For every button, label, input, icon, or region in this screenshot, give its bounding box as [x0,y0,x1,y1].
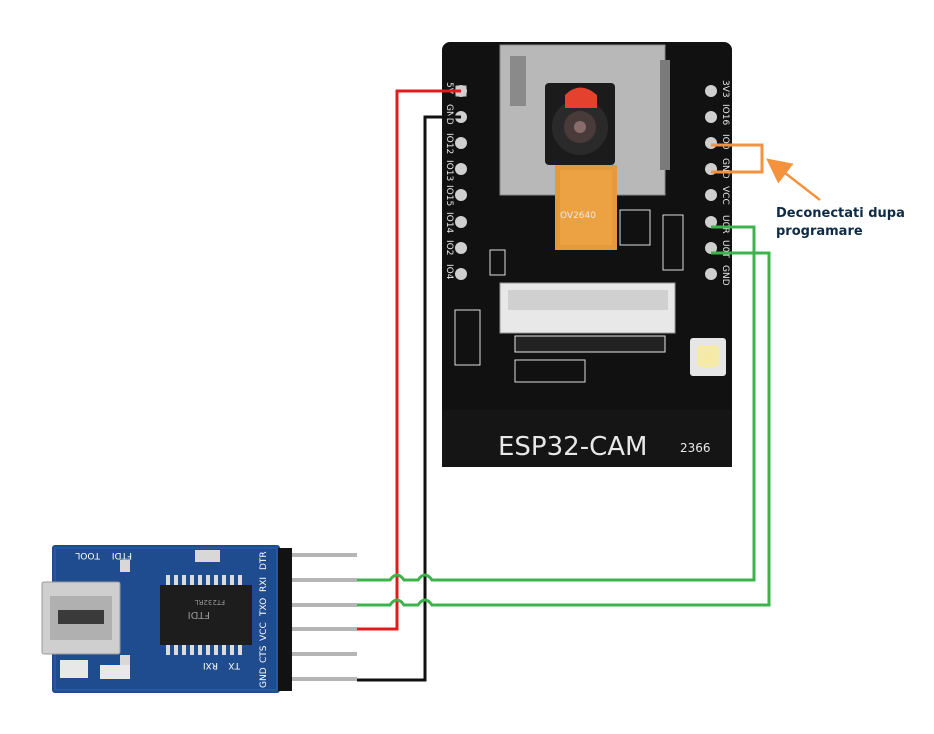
ftdi-chip [160,585,252,645]
ftdi-top-label: TOOL [75,550,101,560]
ftdi-bottom-label: TX [228,660,241,670]
ftdi-pin-label: VCC [259,622,269,641]
ftdi-pin-label: GND [259,667,269,688]
ftdi-pin-gnd [292,677,357,681]
ftdi-pin-label: CTS [259,645,269,663]
ftdi-pin-vcc [292,627,357,631]
esp-pin-label: U0R [720,215,730,234]
ftdi-pin-label: DTR [259,551,269,570]
esp-pin-label: GND [720,158,730,179]
board-label: ESP32-CAM [498,432,647,462]
ftdi-pin-cts [292,652,357,656]
esp-pin-label: IO14 [444,212,454,233]
jumper-io0-gnd [711,143,764,174]
ftdi-pin-txo [292,603,357,607]
esp-pin-label: 5V [444,82,454,95]
ftdi-pin-rxi [292,578,357,582]
esp-pin-label: GND [444,104,454,125]
esp32-cam-board: OV2640 [442,42,732,467]
esp-pin-label: IO16 [720,104,730,125]
annotation-text: Deconectati dupa programare [776,206,905,239]
esp32-right-header [705,85,717,280]
ftdi-pin-dtr [292,553,357,557]
camera-module [545,83,617,250]
wire-gnd-gnd [357,115,461,682]
camera-label: OV2640 [560,211,596,221]
ftdi-top-label: FTDI [112,550,132,560]
esp-pin-label: IO15 [444,185,454,206]
esp-pin-label: IO4 [444,264,454,280]
chip-text: FT232RL [195,598,225,606]
esp-pin-label: IO13 [444,160,454,181]
ftdi-header [278,548,357,691]
esp32-left-header [455,85,467,280]
wire-rxi-u0t [357,225,756,582]
ftdi-pin-label: TXO [259,598,269,617]
esp-pin-label: VCC [720,186,730,205]
esp-pin-label: U0T [720,240,730,258]
board-serial: 2366 [680,441,711,455]
wire-vcc-5v [357,89,461,631]
wire-txo-u0r [357,251,771,607]
esp-pin-label: 3V3 [720,80,730,98]
chip-text: FTDI [188,609,210,620]
ftdi-bottom-label: RXI [203,660,218,670]
ftdi-adapter: FTDI FT232RL DTR RXI TXO VCC CTS GND FTD [41,545,357,693]
esp-pin-label: IO12 [444,133,454,154]
wires [357,89,821,682]
ftdi-pin-label: RXI [259,577,269,592]
esp-pin-label: GND [720,265,730,286]
esp-pin-label: IO0 [720,134,730,150]
esp-pin-label: IO2 [444,240,454,255]
annotation-arrow [766,158,821,201]
